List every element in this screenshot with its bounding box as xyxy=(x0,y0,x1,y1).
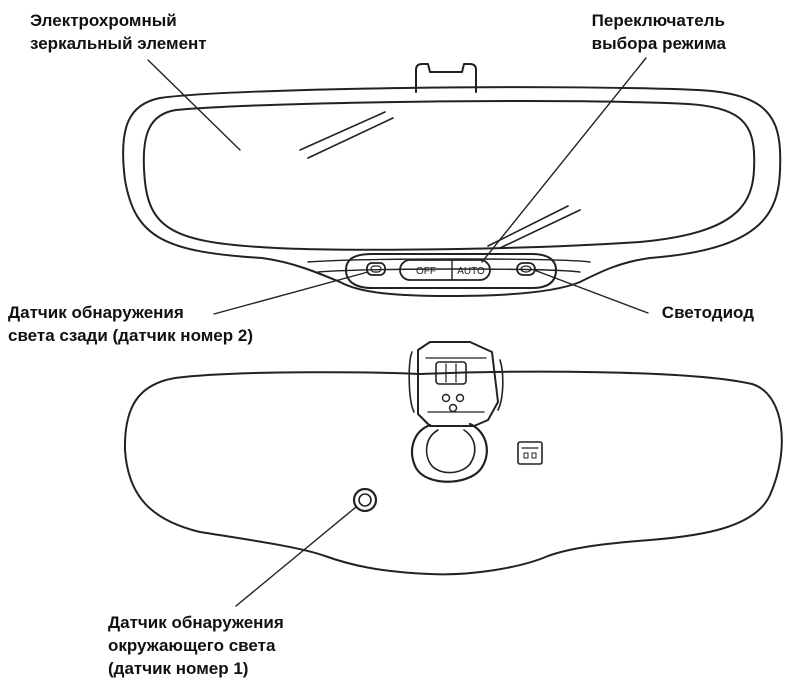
label-ambient-light-sensor: Датчик обнаружения окружающего света (да… xyxy=(108,611,284,680)
label-line: Электрохромный xyxy=(30,11,177,30)
led-indicator xyxy=(516,262,536,276)
rear-mirror-housing xyxy=(123,370,783,576)
off-button-label: OFF xyxy=(416,266,436,277)
wire-connector xyxy=(517,441,543,465)
label-electrochromic-element: Электрохромный зеркальный элемент xyxy=(30,9,207,55)
label-line: света сзади (датчик номер 2) xyxy=(8,326,253,345)
leader-mode-switch xyxy=(481,57,647,263)
rear-mirror xyxy=(123,341,783,576)
electrochromic-glass xyxy=(142,100,756,251)
auto-button-label: AUTO xyxy=(457,266,485,277)
rear-light-sensor xyxy=(366,262,386,276)
label-line: Датчик обнаружения xyxy=(108,613,284,632)
label-line: (датчик номер 1) xyxy=(108,659,249,678)
rear-mount-ring xyxy=(411,422,488,483)
front-mount-clip xyxy=(415,63,477,93)
rear-mount-bracket xyxy=(417,341,499,427)
label-line: Датчик обнаружения xyxy=(8,303,184,322)
leader-led xyxy=(533,269,649,314)
mode-switch[interactable] xyxy=(399,259,491,281)
label-line: Светодиод xyxy=(661,303,754,322)
ambient-light-sensor xyxy=(352,487,378,513)
front-mirror-housing xyxy=(122,86,782,297)
label-line: зеркальный элемент xyxy=(30,34,207,53)
label-mode-switch: Переключатель выбора режима xyxy=(592,9,726,55)
label-led: Светодиод xyxy=(662,301,754,324)
label-line: окружающего света xyxy=(108,636,276,655)
leader-electrochromic xyxy=(147,59,241,151)
front-mirror xyxy=(122,63,782,297)
leader-lines xyxy=(147,57,649,607)
leader-rear-sensor xyxy=(213,271,369,315)
control-panel xyxy=(345,253,557,289)
label-line: Переключатель xyxy=(591,11,725,30)
label-line: выбора режима xyxy=(591,34,726,53)
label-rear-light-sensor: Датчик обнаружения света сзади (датчик н… xyxy=(8,301,253,347)
leader-ambient-sensor xyxy=(235,506,357,607)
